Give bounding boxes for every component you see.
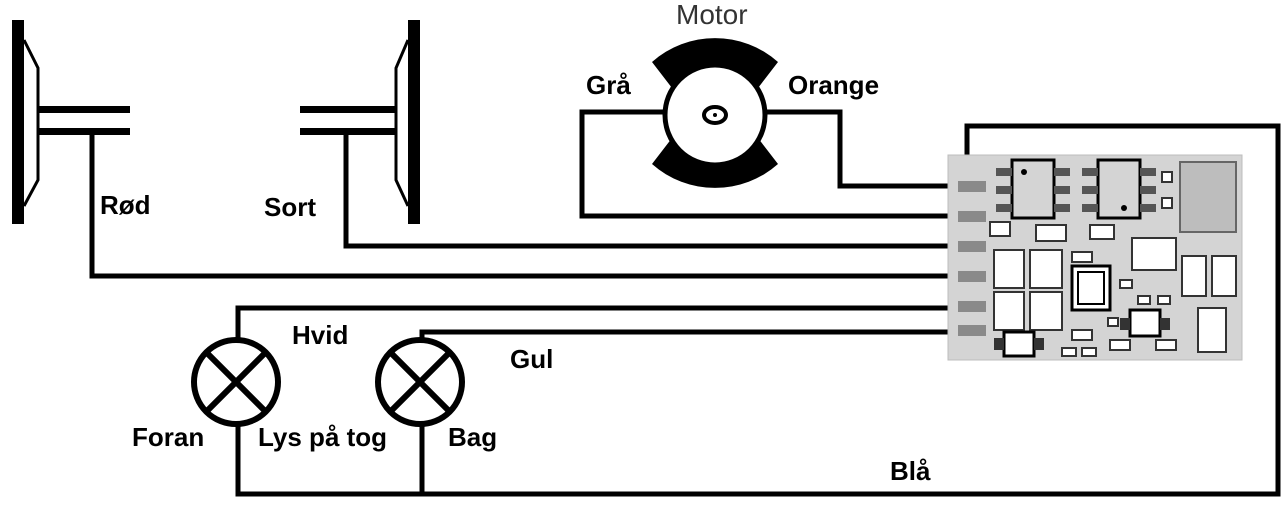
decoder-block-large [1179,161,1237,233]
lamp-caption: Lys på tog [258,422,387,452]
wire-rod [89,131,968,279]
wire-label-hvid: Hvid [292,320,348,350]
decoder-transistors [994,308,1170,358]
wire-sort [343,131,968,249]
wire-label-gul: Gul [510,344,553,374]
decoder-chip-2 [1082,158,1156,220]
motor-title: Motor [676,0,748,30]
decoder-pads [958,181,986,336]
wire-label-rod: Rød [100,190,151,220]
wire-bla [235,123,1281,497]
decoder-chip-1 [996,158,1070,220]
wire-label-gra: Grå [586,70,631,100]
decoder-components [989,171,1237,357]
motor [652,38,778,188]
lamp-label-bag: Bag [448,422,497,452]
rear-lamp-icon [375,337,465,427]
wires [89,109,1281,497]
wire-gra [579,109,968,219]
wire-label-bla: Blå [890,456,931,486]
wire-gul [419,329,968,345]
wire-label-sort: Sort [264,192,316,222]
wire-hvid [235,305,968,345]
wire-label-orange: Orange [788,70,879,100]
front-lamp-icon [191,337,281,427]
right-wheel [300,20,420,224]
left-wheel [12,20,130,224]
wire-orange [765,109,968,189]
decoder-board [947,154,1243,361]
lamp-label-foran: Foran [132,422,204,452]
